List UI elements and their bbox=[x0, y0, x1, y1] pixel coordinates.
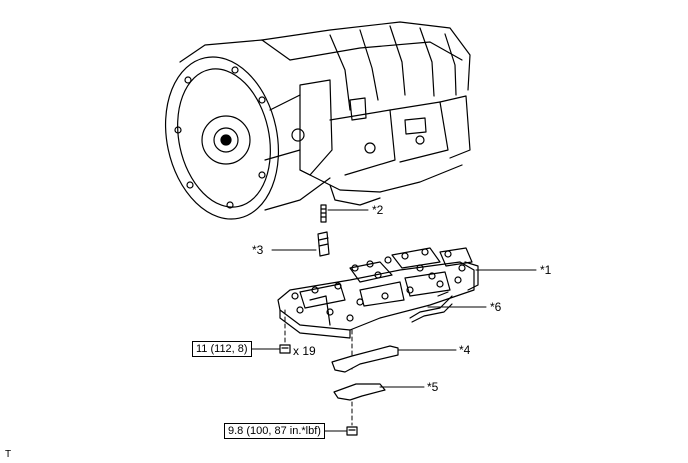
part-2-pin bbox=[320, 204, 369, 223]
part-6-bracket bbox=[409, 291, 487, 323]
transmission-assembly bbox=[164, 21, 471, 220]
part-3-valve bbox=[271, 231, 330, 257]
bolt-count-label: x 19 bbox=[293, 344, 316, 358]
callout-3-label: *3 bbox=[252, 243, 264, 257]
callout-5-label: *5 bbox=[427, 380, 439, 394]
valve-body-assembly bbox=[277, 247, 537, 339]
callout-1-label: *1 bbox=[540, 263, 552, 277]
callout-6-label: *6 bbox=[490, 300, 502, 314]
bolt-upper bbox=[251, 344, 291, 354]
part-5-plate bbox=[333, 383, 425, 401]
bolt-lower bbox=[321, 426, 358, 436]
alignment-lines bbox=[284, 309, 353, 426]
corner-mark: T bbox=[5, 449, 12, 460]
torque-spec-upper: 11 (112, 8) bbox=[192, 341, 252, 357]
torque-spec-lower: 9.8 (100, 87 in.*lbf) bbox=[224, 423, 325, 439]
callout-2-label: *2 bbox=[372, 203, 384, 217]
part-4-plate bbox=[331, 345, 457, 373]
callout-4-label: *4 bbox=[459, 343, 471, 357]
